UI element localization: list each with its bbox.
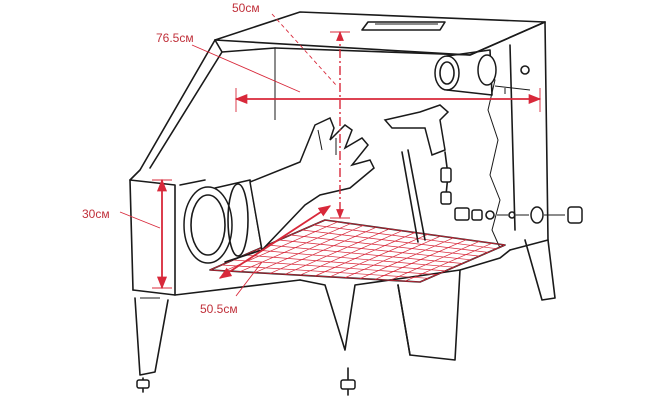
opening-height-label: 30см (82, 207, 110, 221)
air-gun-icon (383, 104, 452, 243)
opening-width-label: 50.5см (200, 302, 238, 316)
foot-center (340, 367, 356, 396)
dimension-lines (119, 13, 542, 297)
depth-label: 50см (232, 1, 260, 15)
fittings (454, 206, 583, 224)
width-label: 76.5см (156, 31, 194, 45)
opening-width-dimension-line (218, 205, 332, 279)
cabinet-body (129, 11, 556, 396)
foot-left (136, 377, 150, 393)
glove-port (183, 179, 263, 264)
lamp-icon (434, 49, 531, 96)
